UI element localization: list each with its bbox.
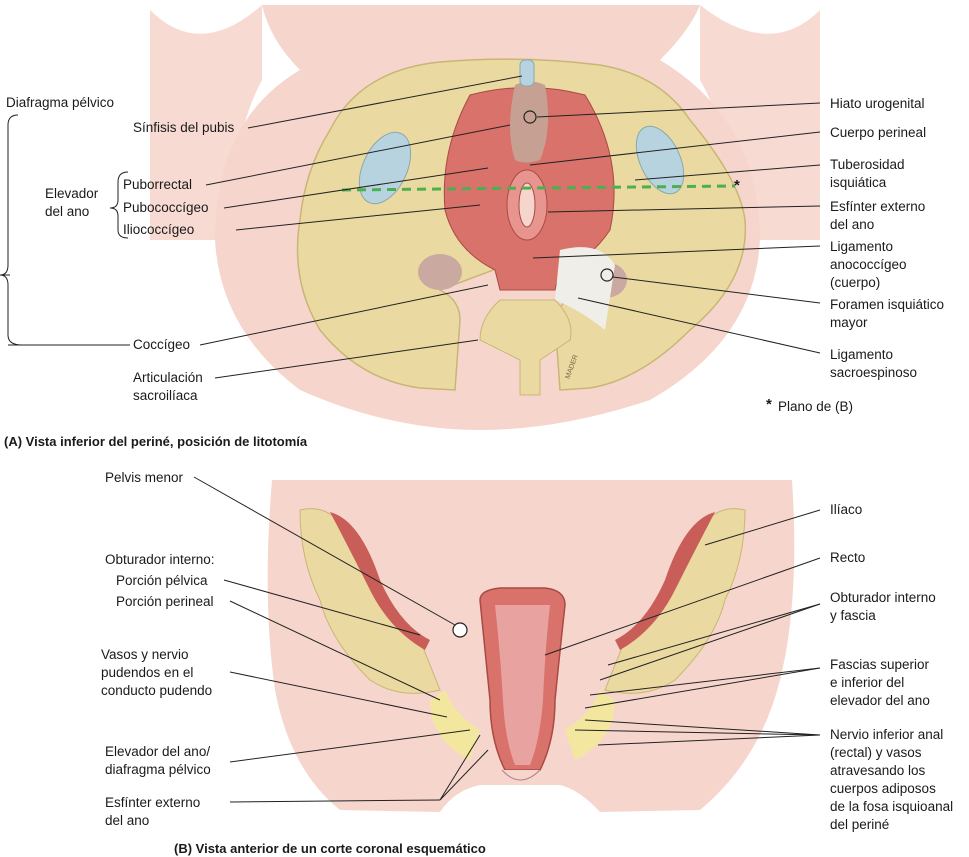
label-obturador-fascia: Obturador interno y fascia: [830, 590, 936, 623]
label-diafragma-pelvico: Diafragma pélvico: [6, 95, 115, 110]
thigh-right: [700, 5, 820, 240]
label-elevador-ano: Elevador del ano: [45, 186, 99, 219]
plane-line: [341, 184, 736, 192]
foramen-left: [418, 254, 462, 290]
label-coccigeo: Coccígeo: [133, 337, 191, 352]
label-ligamento-anococcigeo: Ligamento anococcígeo (cuerpo): [830, 239, 907, 290]
caption-panel-a: (A) Vista inferior del periné, posición …: [4, 434, 308, 449]
panel-b-figure: [193, 476, 821, 812]
fat-left: [430, 690, 480, 760]
symphysis: [519, 59, 535, 87]
plano-star: *: [766, 396, 772, 413]
thigh-left: [150, 5, 262, 240]
label-porcion-pelvica: Porción pélvica: [116, 573, 208, 588]
iliacus-right: [615, 512, 715, 650]
label-porcion-perineal: Porción perineal: [116, 594, 214, 609]
label-recto: Recto: [830, 550, 866, 565]
urogenital-hiatus: [510, 81, 549, 163]
label-obturador-interno: Obturador interno:: [105, 552, 215, 567]
plane-star-marker: *: [734, 177, 740, 194]
fat-right: [565, 690, 615, 760]
label-tuberosidad-isquiatica: Tuberosidad isquiática: [830, 157, 905, 190]
label-esfinter-externo-b: Esfínter externo del ano: [105, 795, 201, 828]
label-vasos-nervio-pudendos: Vasos y nervio pudendos en el conducto p…: [101, 647, 213, 698]
label-iliaco: Ilíaco: [830, 502, 863, 517]
label-hiato-urogenital: Hiato urogenital: [830, 96, 925, 111]
label-foramen-isquiatico: Foramen isquiático mayor: [830, 297, 945, 330]
label-ligamento-sacroespinoso: Ligamento sacroespinoso: [830, 347, 918, 380]
label-nervio-anal: Nervio inferior anal (rectal) y vasos at…: [830, 727, 954, 832]
coccyx: [479, 299, 572, 396]
label-iliococcigeo: Iliococcígeo: [123, 222, 195, 237]
sacrospinous-ligament: [555, 247, 615, 330]
label-elevador-diafragma: Elevador del ano/ diafragma pélvico: [105, 744, 211, 777]
label-articulacion-sacroiliaca: Articulación sacroilíaca: [133, 370, 203, 403]
label-esfinter-externo-ano: Esfínter externo del ano: [830, 199, 926, 232]
panel-a-figure: [0, 5, 821, 430]
label-pubococcigeo: Pubococcígeo: [123, 200, 209, 215]
label-fascias-elevador: Fascias superior e inferior del elevador…: [830, 657, 930, 708]
iliacus-left: [330, 512, 430, 650]
bracket-diafragma: [0, 114, 23, 346]
bracket-elevador: [109, 171, 129, 239]
label-puborrectal: Puborrectal: [123, 177, 193, 192]
label-sinfisis-pubis: Sínfisis del pubis: [133, 120, 235, 135]
label-plano-de-b: Plano de (B): [778, 399, 854, 414]
caption-panel-b: (B) Vista anterior de un corte coronal e…: [174, 841, 486, 856]
label-pelvis-menor: Pelvis menor: [105, 470, 184, 485]
label-cuerpo-perineal: Cuerpo perineal: [830, 125, 927, 140]
